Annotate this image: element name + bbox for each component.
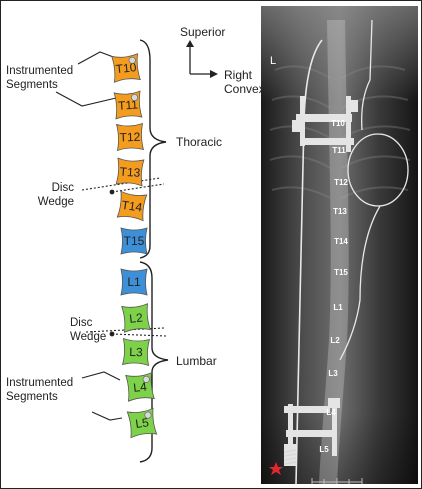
xray-side-marker: L bbox=[270, 55, 276, 67]
screw-icon bbox=[143, 376, 150, 383]
vertebra-t13: T13 bbox=[116, 158, 144, 186]
vertebra-label: T15 bbox=[124, 234, 145, 248]
screw-icon bbox=[131, 94, 138, 101]
vertebra-label: T12 bbox=[119, 130, 140, 145]
instrumented-top-leader-a bbox=[78, 52, 116, 64]
vertebra-l5: L5 bbox=[127, 408, 156, 437]
vertebra-l2: L2 bbox=[122, 304, 151, 333]
vertebra-t12: T12 bbox=[117, 124, 144, 151]
thoracic-label: Thoracic bbox=[176, 135, 222, 149]
xray-label-l2: L2 bbox=[330, 336, 340, 345]
vertebra-t11: T11 bbox=[114, 91, 142, 119]
xray-label-t14: T14 bbox=[334, 237, 348, 246]
disc-wedge-line-lumbar-b bbox=[112, 334, 166, 336]
xray-label-t10: T10 bbox=[331, 119, 345, 128]
screw-icon bbox=[129, 57, 136, 64]
instrumented-top-leader-b bbox=[56, 92, 116, 106]
xray-label-l1: L1 bbox=[333, 303, 343, 312]
xray-label-l5: L5 bbox=[319, 445, 329, 454]
right-arrowhead bbox=[210, 70, 218, 78]
disc-wedge-dot-thoracic bbox=[110, 190, 115, 195]
vertebra-l1: L1 bbox=[121, 269, 147, 295]
vertebra-t10: T10 bbox=[112, 54, 141, 83]
thoracic-brace bbox=[140, 40, 166, 258]
vertebra-label: L3 bbox=[129, 345, 143, 359]
instrumented-bottom-leader-b bbox=[92, 412, 122, 420]
xray-label-l3: L3 bbox=[328, 369, 338, 378]
instrumented-bottom-leader-a bbox=[82, 372, 120, 380]
xray-label-t15: T15 bbox=[334, 268, 348, 277]
disc-wedge-dot-lumbar bbox=[110, 332, 115, 337]
xray-label-t11: T11 bbox=[332, 146, 346, 155]
lumbar-label: Lumbar bbox=[176, 354, 217, 368]
vertebra-t14: T14 bbox=[117, 191, 146, 220]
vertebra-label: L1 bbox=[127, 275, 141, 289]
superior-arrowhead bbox=[186, 40, 194, 47]
vertebra-t15: T15 bbox=[121, 228, 147, 254]
xray-label-t12: T12 bbox=[334, 178, 348, 187]
xray-label-t13: T13 bbox=[333, 207, 347, 216]
vertebra-label: L2 bbox=[129, 310, 144, 325]
xray-label-l4: L4 bbox=[326, 408, 336, 417]
disc-wedge-line-thoracic-b bbox=[112, 184, 164, 192]
vertebra-l3: L3 bbox=[123, 339, 150, 366]
superior-label: Superior bbox=[180, 25, 225, 39]
vertebra-l4: L4 bbox=[126, 373, 155, 402]
vertebra-label: T13 bbox=[119, 164, 141, 179]
vertebra-label: T14 bbox=[121, 198, 144, 215]
